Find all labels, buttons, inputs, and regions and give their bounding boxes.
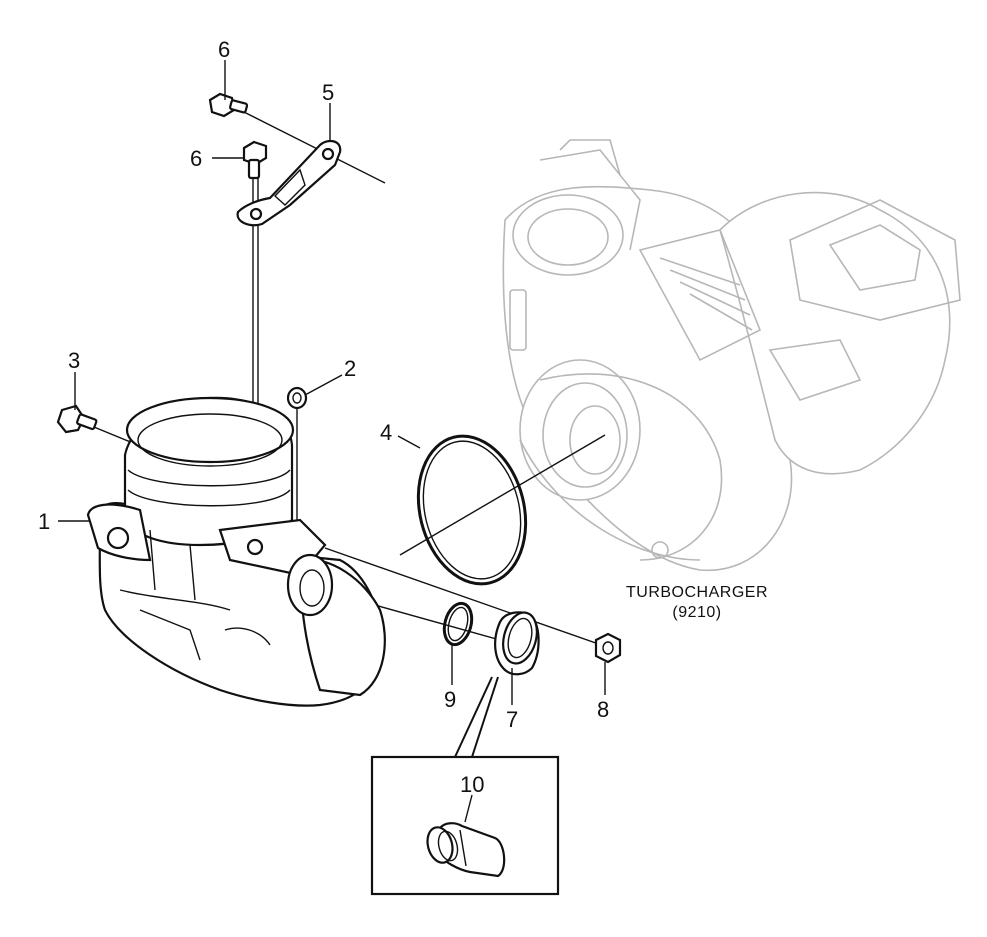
callout-8: 8 (597, 697, 609, 722)
callout-leaders (58, 60, 606, 823)
fitting-part-10 (426, 822, 506, 878)
nut-part-8 (594, 632, 622, 664)
ring-part-9 (442, 601, 474, 647)
callout-3: 3 (68, 348, 80, 373)
turbocharger-caption: TURBOCHARGER (9210) (626, 584, 768, 621)
elbow-housing-part (86, 396, 386, 707)
turbocharger-outline (502, 139, 961, 571)
callout-9: 9 (444, 687, 456, 712)
bolt-part-6-lower (242, 140, 268, 180)
bracket-part-5 (236, 139, 342, 227)
callout-5: 5 (322, 80, 334, 105)
callout-2: 2 (344, 356, 356, 381)
detail-inset (370, 676, 560, 896)
plug-part-7 (494, 611, 540, 676)
callout-1: 1 (38, 509, 50, 534)
callout-10: 10 (460, 772, 484, 797)
callout-4: 4 (380, 420, 392, 445)
bolt-part-3 (56, 404, 98, 434)
o-ring-part-4 (416, 434, 528, 586)
washer-part-2 (286, 386, 308, 410)
callout-6-upper: 6 (218, 37, 230, 62)
caption-line-1: TURBOCHARGER (626, 584, 768, 601)
callout-labels: 6 5 6 3 2 4 1 9 7 8 10 (38, 37, 609, 797)
callout-7: 7 (506, 707, 518, 732)
callout-6-lower: 6 (190, 146, 202, 171)
caption-line-2: (9210) (672, 604, 721, 621)
bolt-part-6-upper (208, 92, 249, 118)
